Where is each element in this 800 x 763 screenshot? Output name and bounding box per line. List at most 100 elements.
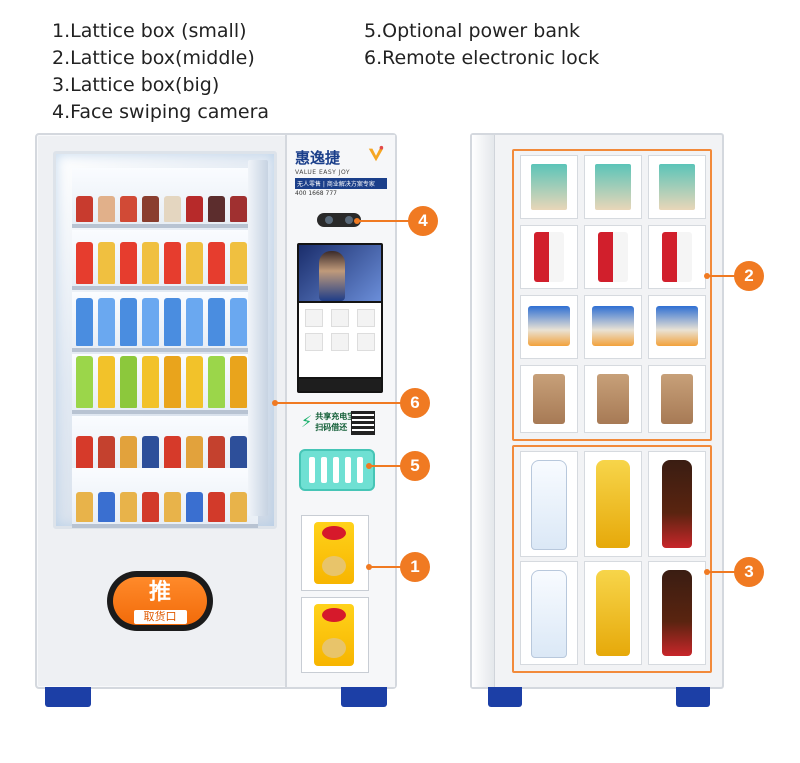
power-bank-slot[interactable] [357,457,363,483]
legend-right: 5.Optional power bank 6.Remote electroni… [364,18,599,72]
chip-bag [314,604,354,666]
middle-lattice-box[interactable] [648,365,706,433]
face-swiping-camera [317,213,361,227]
power-bank-module[interactable] [299,449,375,491]
big-lattice-box[interactable] [520,451,578,557]
middle-lattice-box[interactable] [520,295,578,359]
brand-logo-icon [368,145,384,162]
cabinet-foot [676,687,710,707]
chip-bag [314,522,354,584]
callout-badge-4: 4 [408,206,438,236]
power-bank-caption-line1: 共享充电宝 [315,412,356,421]
brand-name: 惠逸捷 [295,149,341,167]
cabinet-foot [488,687,522,707]
screen-product-cell[interactable] [305,309,323,327]
control-panel: 惠逸捷 VALUE EASY JOY 无人零售 | 商业解决方案专家 400 1… [285,135,395,687]
callout-1-anchor [366,564,372,570]
middle-lattice-box[interactable] [648,295,706,359]
small-lattice-box[interactable] [301,597,369,673]
middle-lattice-box[interactable] [584,155,642,219]
callout-5-anchor [366,463,372,469]
middle-lattice-box[interactable] [648,155,706,219]
power-bank-caption: ⚡ 共享充电宝 扫码借还 [301,411,381,433]
power-bank-slot[interactable] [309,457,315,483]
brand-band: 无人零售 | 商业解决方案专家 [295,178,387,189]
callout-badge-5: 5 [400,451,430,481]
dispense-push-label: 推 [148,579,171,605]
legend-item-camera: 4.Face swiping camera [52,101,270,123]
shelf-row [72,292,258,352]
callout-6-anchor [272,400,278,406]
machine-foot [341,687,387,707]
callout-2-leader [708,275,736,277]
callout-badge-2: 2 [734,261,764,291]
brand-logo-block: 惠逸捷 VALUE EASY JOY 无人零售 | 商业解决方案专家 400 1… [295,145,387,197]
middle-lattice-box[interactable] [584,365,642,433]
brand-phone: 400 1668 777 [295,190,337,197]
cabinet-side-panel [472,135,495,687]
brand-slogan: VALUE EASY JOY [295,169,351,176]
callout-4-leader [358,220,410,222]
screen-product-cell[interactable] [357,333,375,351]
legend-left: 1.Lattice box (small) 2.Lattice box(midd… [52,18,269,126]
power-bank-caption-line2: 扫码借还 [315,423,348,432]
middle-lattice-box[interactable] [648,225,706,289]
lightning-icon: ⚡ [301,412,313,431]
middle-lattice-box[interactable] [520,225,578,289]
dispense-port-label: 取货口 [133,610,187,624]
callout-4-anchor [354,218,360,224]
callout-1-leader [370,566,402,568]
screen-product-cell[interactable] [305,333,323,351]
shelf-row [72,416,258,476]
legend-item-small-box: 1.Lattice box (small) [52,20,247,42]
middle-lattice-box[interactable] [520,365,578,433]
callout-badge-3: 3 [734,557,764,587]
screen-product-cell[interactable] [331,309,349,327]
callout-6-leader [276,402,402,404]
shelf-row [72,468,258,528]
callout-2-anchor [704,273,710,279]
big-lattice-box[interactable] [584,451,642,557]
callout-badge-6: 6 [400,388,430,418]
middle-lattice-box[interactable] [520,155,578,219]
power-bank-slot[interactable] [333,457,339,483]
touch-screen[interactable] [297,243,383,393]
legend-item-middle-box: 2.Lattice box(middle) [52,47,255,69]
glass-side-panel [248,160,268,516]
dispense-port[interactable]: 推 取货口 [107,571,213,631]
legend-item-power-bank: 5.Optional power bank [364,20,581,42]
big-lattice-box[interactable] [648,561,706,665]
vending-machine-front: 推 取货口 惠逸捷 VALUE EASY JOY 无人零售 | 商业解决方案专家… [35,133,397,707]
big-lattice-frame [512,445,712,673]
glass-door [53,151,277,529]
screen-bottom-bar [299,379,381,391]
machine-foot [45,687,91,707]
shelf-row [72,168,258,228]
power-bank-slot[interactable] [345,457,351,483]
screen-product-cell[interactable] [331,333,349,351]
big-lattice-box[interactable] [520,561,578,665]
screen-banner [299,245,381,301]
middle-lattice-frame [512,149,712,441]
dispense-push-plate[interactable]: 推 取货口 [113,577,207,625]
big-lattice-box[interactable] [648,451,706,557]
middle-lattice-box[interactable] [584,295,642,359]
callout-5-leader [370,465,402,467]
legend-item-big-box: 3.Lattice box(big) [52,74,220,96]
shelf-row [72,230,258,290]
screen-product-grid [299,303,381,377]
callout-badge-1: 1 [400,552,430,582]
legend-item-electronic-lock: 6.Remote electronic lock [364,47,600,69]
small-lattice-box[interactable] [301,515,369,591]
qr-code [351,411,375,435]
big-lattice-box[interactable] [584,561,642,665]
callout-3-leader [708,571,736,573]
callout-3-anchor [704,569,710,575]
screen-product-cell[interactable] [357,309,375,327]
power-bank-slot[interactable] [321,457,327,483]
shelf-row [72,354,258,414]
screen-banner-person [319,251,345,301]
middle-lattice-box[interactable] [584,225,642,289]
shelf-area [72,168,258,528]
lattice-cabinet [470,133,724,707]
